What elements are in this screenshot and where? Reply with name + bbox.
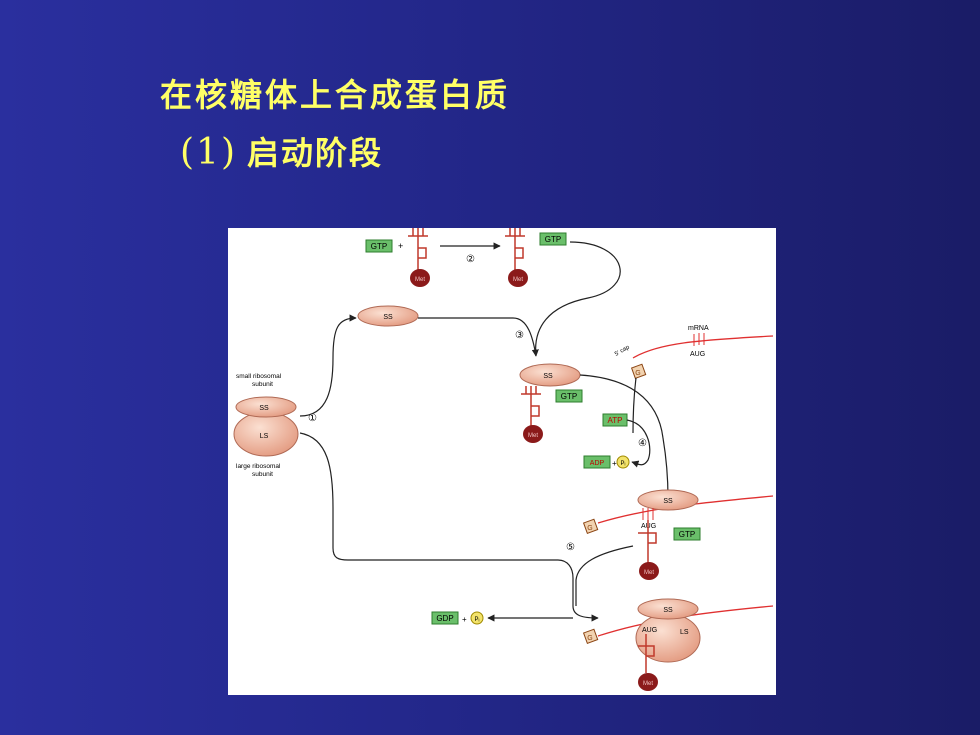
met-label-mid: Met (528, 433, 538, 439)
slide-title: 在核糖体上合成蛋白质 (160, 76, 511, 114)
branch-down (299, 432, 599, 622)
left-ribosome: small ribosomal subunit SS LS large ribo… (233, 314, 599, 622)
ss-label-mid: SS (543, 373, 553, 380)
small-subunit-label-2: subunit (252, 381, 273, 388)
ss-label-free: SS (383, 314, 393, 321)
ss-label-low: SS (663, 498, 673, 505)
pi-label-gdp: Pᵢ (475, 617, 480, 623)
step-2-label: ② (466, 254, 475, 265)
slide-subtitle: (1) 启动阶段 (180, 128, 383, 174)
cap-g-mid: G (587, 525, 592, 532)
ls-label-final: LS (680, 629, 689, 636)
branch-up (299, 314, 357, 417)
met-label-2: Met (513, 277, 523, 283)
met-mid (523, 425, 543, 443)
gtp-box-low (673, 527, 701, 541)
cap-box-bottom (582, 628, 599, 644)
pi-label-adp: Pᵢ (621, 461, 626, 467)
large-subunit-label-2: subunit (252, 471, 273, 478)
mrna-label: mRNA (688, 325, 709, 332)
trna-final (638, 634, 655, 673)
cap-label: 5' cap (614, 344, 631, 357)
curve-mid-down (579, 374, 672, 499)
scanning-complex: G SS AUG GTP Met ⑤ (566, 489, 774, 606)
met-label-final: Met (643, 681, 653, 687)
cap-box-top (630, 363, 647, 379)
step-4-label: ④ (638, 438, 647, 449)
ss-label-final: SS (663, 607, 673, 614)
cap-g-top: G (635, 370, 640, 377)
step-number: (1) (180, 132, 237, 173)
gdp-label: GDP (436, 614, 453, 623)
met-label-low: Met (644, 570, 654, 576)
small-subunit-low (637, 489, 699, 511)
gdp-box (431, 611, 459, 625)
met-2 (508, 269, 528, 287)
step-1-label: ① (308, 413, 317, 424)
small-subunit-free (357, 305, 419, 327)
curve-mrna-down (632, 377, 637, 434)
gdp-plus: + (462, 615, 467, 624)
step-text: 启动阶段 (247, 134, 384, 172)
met-final (638, 673, 658, 691)
pi-circle-gdp (470, 611, 484, 625)
trna-mid (521, 386, 541, 428)
gtp-label-low: GTP (679, 530, 695, 539)
initiation-diagram: GTP + Met ② Met GTP SS ③ small ribosomal… (228, 228, 776, 695)
plus-sign-top: + (398, 241, 403, 251)
met-label-1: Met (415, 277, 425, 283)
mrna-top: mRNA AUG 5' cap G (614, 325, 774, 434)
mrna-strand-top (632, 335, 774, 359)
final-complex: G SS AUG LS Met (582, 598, 774, 691)
cap-box-mid (582, 518, 599, 534)
codon-ticks-mid (642, 508, 654, 520)
trna-1 (408, 228, 428, 270)
small-subunit-left (235, 396, 297, 418)
middle-complex: SS GTP Met (519, 363, 672, 499)
line-step5-down (575, 545, 634, 606)
gtp-box-top-left (365, 239, 393, 253)
gtp-label-top-right: GTP (545, 235, 561, 244)
adp-plus: + (612, 459, 617, 468)
large-subunit-label-1: large ribosomal (236, 463, 281, 470)
ss-label-left: SS (259, 405, 269, 412)
step-3-label: ③ (515, 330, 524, 341)
pi-circle-adp (616, 455, 630, 469)
cap-g-bottom: G (587, 635, 592, 642)
adp-label: ADP (590, 460, 605, 467)
atp-label: ATP (608, 416, 623, 425)
atp-to-adp-arc (626, 419, 651, 468)
top-trna-group: GTP + Met ② Met GTP (365, 228, 621, 357)
trna-2 (505, 228, 525, 270)
aug-label-final: AUG (642, 627, 657, 634)
trna-low (638, 520, 657, 563)
step-5-label: ⑤ (566, 542, 575, 553)
curve-to-step-3 (531, 241, 621, 357)
met-low (639, 562, 659, 580)
gtp-box-mid (555, 389, 583, 403)
small-subunit-label-1: small ribosomal (236, 373, 282, 380)
small-subunit-final (637, 598, 699, 620)
gtp-box-top-right (539, 232, 567, 246)
gtp-label-top-left: GTP (371, 242, 387, 251)
gtp-label-mid: GTP (561, 392, 577, 401)
line-ss-to-complex (418, 317, 537, 357)
aug-label-top: AUG (690, 351, 705, 358)
ls-label-left: LS (260, 433, 269, 440)
diagram-svg: GTP + Met ② Met GTP SS ③ small ribosomal… (233, 228, 774, 691)
met-1 (410, 269, 430, 287)
codon-ticks-top (693, 333, 705, 346)
adp-box (583, 455, 611, 469)
